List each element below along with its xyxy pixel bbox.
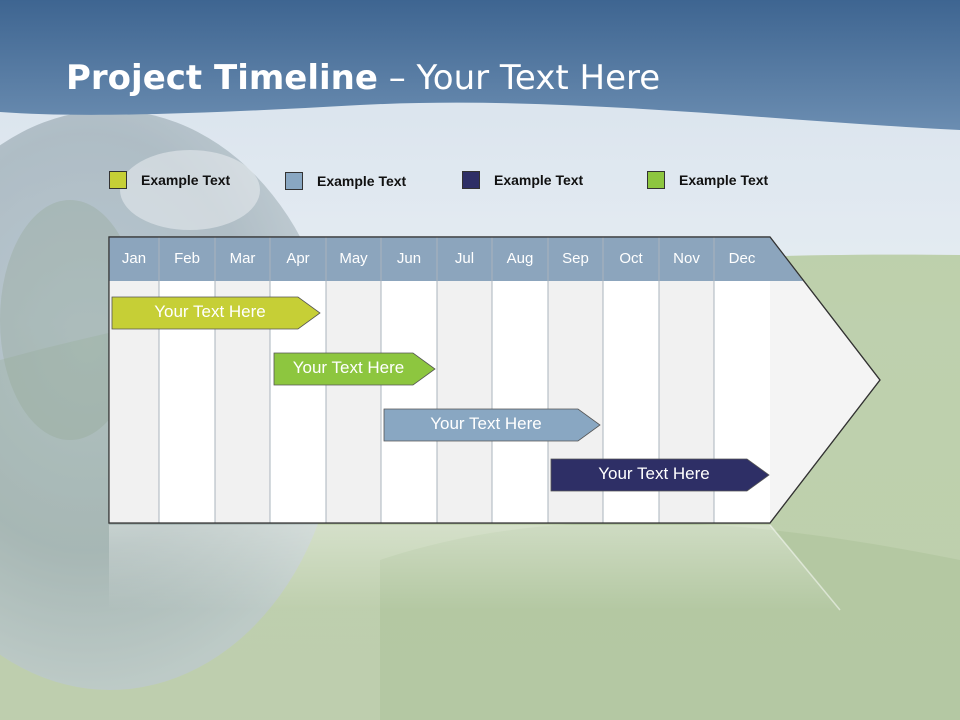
legend-label: Example Text xyxy=(317,173,407,189)
task-arrow-4 xyxy=(550,458,770,492)
month-label-jun: Jun xyxy=(396,250,422,267)
task-label-4: Your Text Here xyxy=(598,464,710,483)
slide-title: Project Timeline – Your Text Here xyxy=(66,58,660,98)
task-label-2: Your Text Here xyxy=(292,358,405,377)
task-arrow-1 xyxy=(111,296,321,330)
month-label-aug: Aug xyxy=(506,250,534,267)
month-label-dec: Dec xyxy=(728,250,756,267)
month-label-sep: Sep xyxy=(562,250,589,267)
month-column-may xyxy=(326,281,381,523)
legend-label: Example Text xyxy=(679,172,769,188)
month-label-nov: Nov xyxy=(673,250,700,267)
month-column-jul xyxy=(437,281,492,523)
task-arrow-3 xyxy=(383,408,601,442)
legend-item-2: Example Text xyxy=(285,172,406,190)
month-column-aug xyxy=(492,281,548,523)
reflection-edge xyxy=(769,524,841,611)
month-label-oct: Oct xyxy=(619,250,643,267)
month-header-band xyxy=(109,237,803,281)
legend-item-3: Example Text xyxy=(462,171,583,189)
timeline-reflection xyxy=(109,525,840,610)
month-label-mar: Mar xyxy=(229,250,256,267)
legend-label: Example Text xyxy=(141,172,231,188)
legend-swatch xyxy=(462,171,480,189)
legend-swatch xyxy=(109,171,127,189)
task-label-1: Your Text Here xyxy=(154,302,266,321)
legend-swatch xyxy=(285,172,303,190)
month-label-may: May xyxy=(339,250,368,267)
title-bold: Project Timeline xyxy=(66,58,378,98)
task-label-3: Your Text Here xyxy=(430,414,542,433)
month-label-feb: Feb xyxy=(174,250,200,267)
month-label-jul: Jul xyxy=(454,250,475,267)
legend-item-4: Example Text xyxy=(647,171,768,189)
legend-item-1: Example Text xyxy=(109,171,230,189)
month-label-apr: Apr xyxy=(286,250,310,267)
timeline-arrow-outline xyxy=(108,236,881,524)
month-column-jun xyxy=(381,281,437,523)
month-label-jan: Jan xyxy=(121,250,147,267)
title-rest: – Your Text Here xyxy=(377,58,661,98)
legend-swatch xyxy=(647,171,665,189)
task-arrow-2 xyxy=(273,352,436,386)
legend-label: Example Text xyxy=(494,172,584,188)
